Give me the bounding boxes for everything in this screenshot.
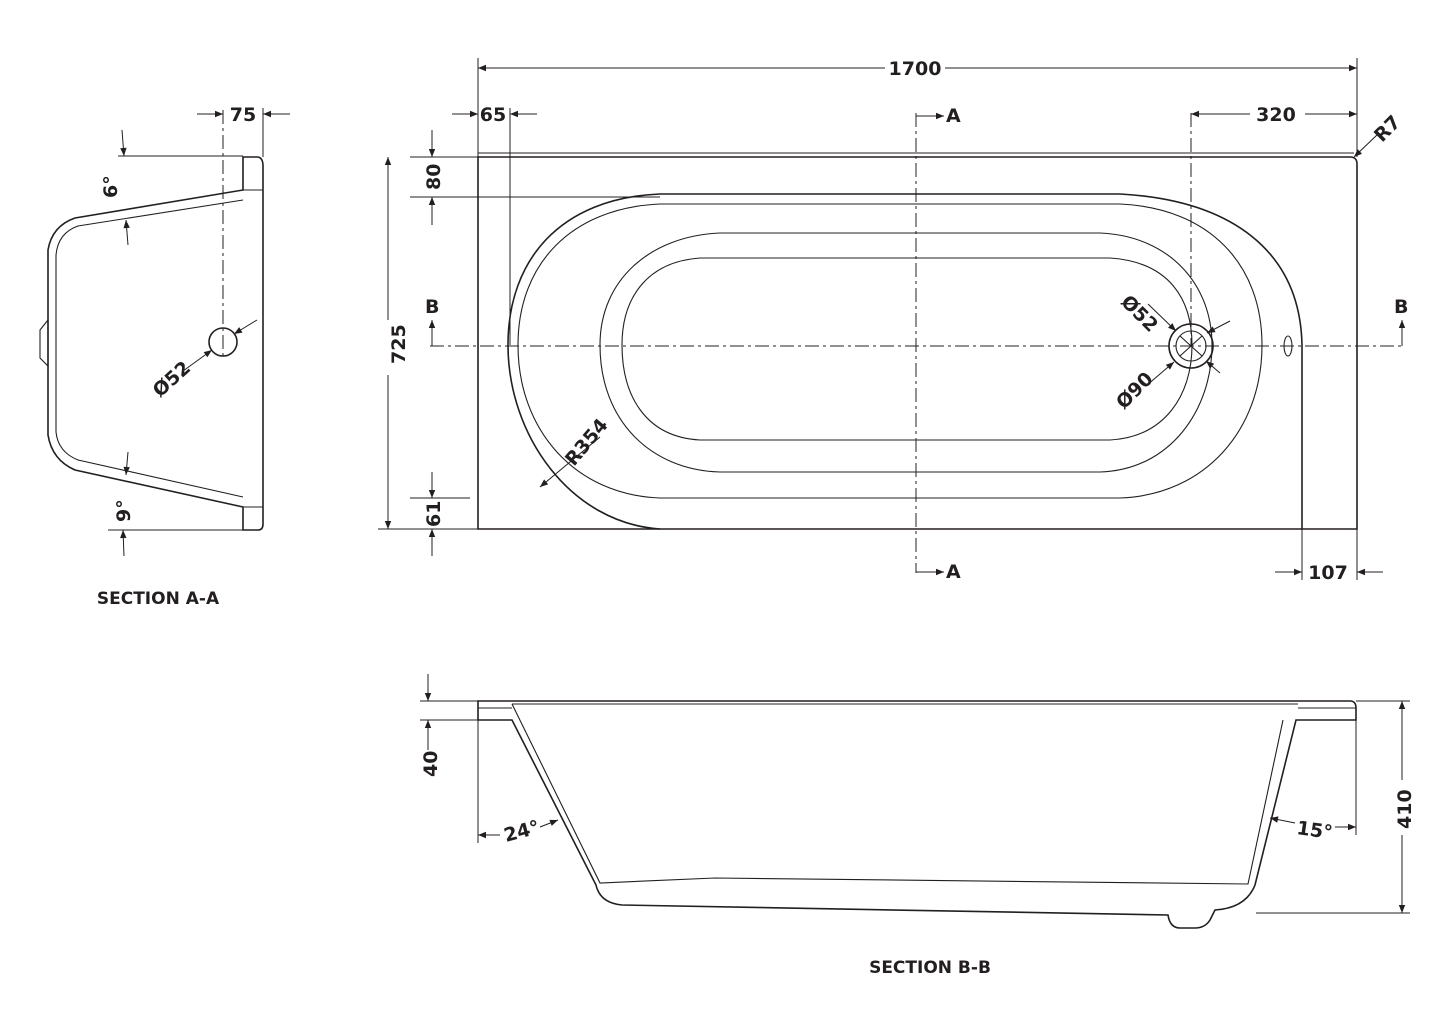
- dim-section-a-top-angle: 6°: [100, 175, 122, 198]
- dim-section-b-overall-height: 410: [1394, 789, 1416, 829]
- plan-outline: [477, 156, 1358, 530]
- dim-section-a-overflow-diameter: Ø52: [149, 357, 195, 402]
- dim-right-end-offset: 107: [1308, 562, 1348, 584]
- section-a-marker-top: A: [946, 105, 961, 127]
- dim-left-offset: 65: [480, 104, 506, 126]
- section-a-caption: SECTION A-A: [97, 589, 220, 609]
- dim-corner-radius: R7: [1370, 111, 1405, 146]
- dim-section-b-rim-height: 40: [420, 751, 442, 777]
- dim-waste-diameter: Ø52: [1116, 291, 1162, 337]
- section-a-marker-bottom: A: [946, 561, 961, 583]
- section-a-view: 75 6° 9° Ø52 SECTION A-A: [39, 104, 290, 609]
- dim-end-radius: R354: [561, 414, 613, 470]
- plan-bowl-outer: [507, 193, 1303, 530]
- dim-overall-length: 1700: [889, 58, 942, 80]
- plan-bowl-inner: [599, 232, 1213, 473]
- plan-view: A A B B 1700 65 320 R7 80: [378, 58, 1408, 584]
- dim-waste-outer-diameter: Ø90: [1112, 368, 1158, 414]
- dim-bottom-rim: 61: [423, 501, 445, 527]
- plan-bowl-floor: [621, 257, 1193, 441]
- section-b-profile: [477, 700, 1357, 929]
- section-b-caption: SECTION B-B: [869, 958, 991, 978]
- dim-top-rim: 80: [423, 164, 445, 190]
- dim-section-a-bottom-angle: 9°: [113, 499, 135, 522]
- plan-bowl-rim: [517, 203, 1263, 499]
- dim-waste-offset: 320: [1256, 104, 1296, 126]
- section-a-profile: [47, 156, 264, 531]
- dim-overall-width: 725: [388, 324, 410, 364]
- dim-section-b-left-angle: 24°: [502, 816, 542, 847]
- section-b-marker-left: B: [425, 296, 439, 318]
- section-b-view: 40 410 24° 15° SECTION B-B: [420, 674, 1416, 978]
- dim-section-a-rim-width: 75: [230, 104, 256, 126]
- dim-section-b-right-angle: 15°: [1295, 817, 1334, 844]
- section-b-marker-right: B: [1394, 296, 1408, 318]
